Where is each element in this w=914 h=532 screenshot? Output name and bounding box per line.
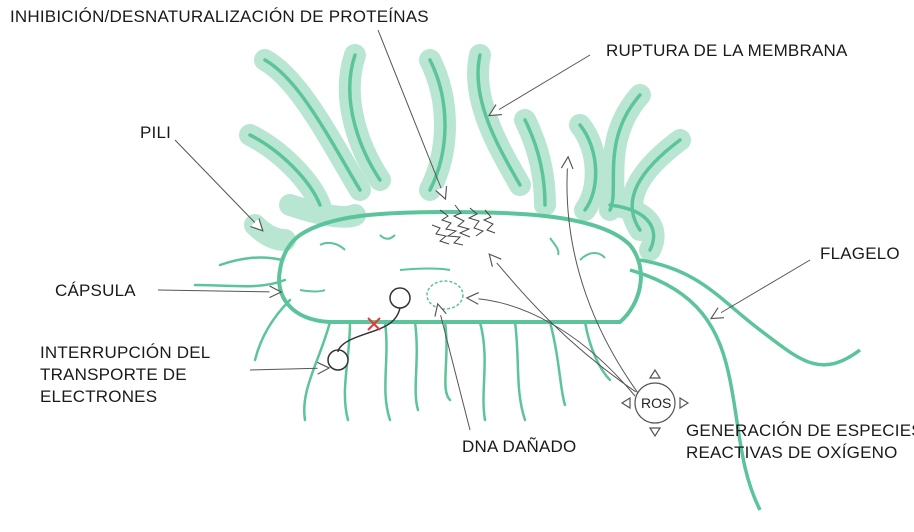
- fimbriae: [195, 258, 610, 420]
- label-electron-line1: INTERRUPCIÓN DEL: [40, 342, 210, 364]
- label-capsule: CÁPSULA: [55, 280, 136, 302]
- ros-symbol-text: ROS: [641, 395, 671, 411]
- label-ros-line2: REACTIVAS DE OXÍGENO: [686, 442, 898, 464]
- cell-body: [279, 212, 641, 322]
- label-flagellum: FLAGELO: [820, 243, 900, 265]
- cytoplasm-marks: [300, 235, 605, 292]
- dna-icon: [427, 281, 463, 309]
- label-membrane: RUPTURA DE LA MEMBRANA: [606, 40, 848, 62]
- label-electron-line3: ELECTRONES: [40, 386, 157, 408]
- label-dna: DNA DAÑADO: [462, 436, 576, 458]
- label-protein: INHIBICIÓN/DESNATURALIZACIÓN DE PROTEÍNA…: [10, 6, 429, 28]
- label-electron-line2: TRANSPORTE DE: [40, 364, 187, 386]
- label-pili: PILI: [140, 122, 171, 144]
- label-ros-line1: GENERACIÓN DE ESPECIES: [686, 420, 914, 442]
- electron-transport-icon: [328, 288, 410, 370]
